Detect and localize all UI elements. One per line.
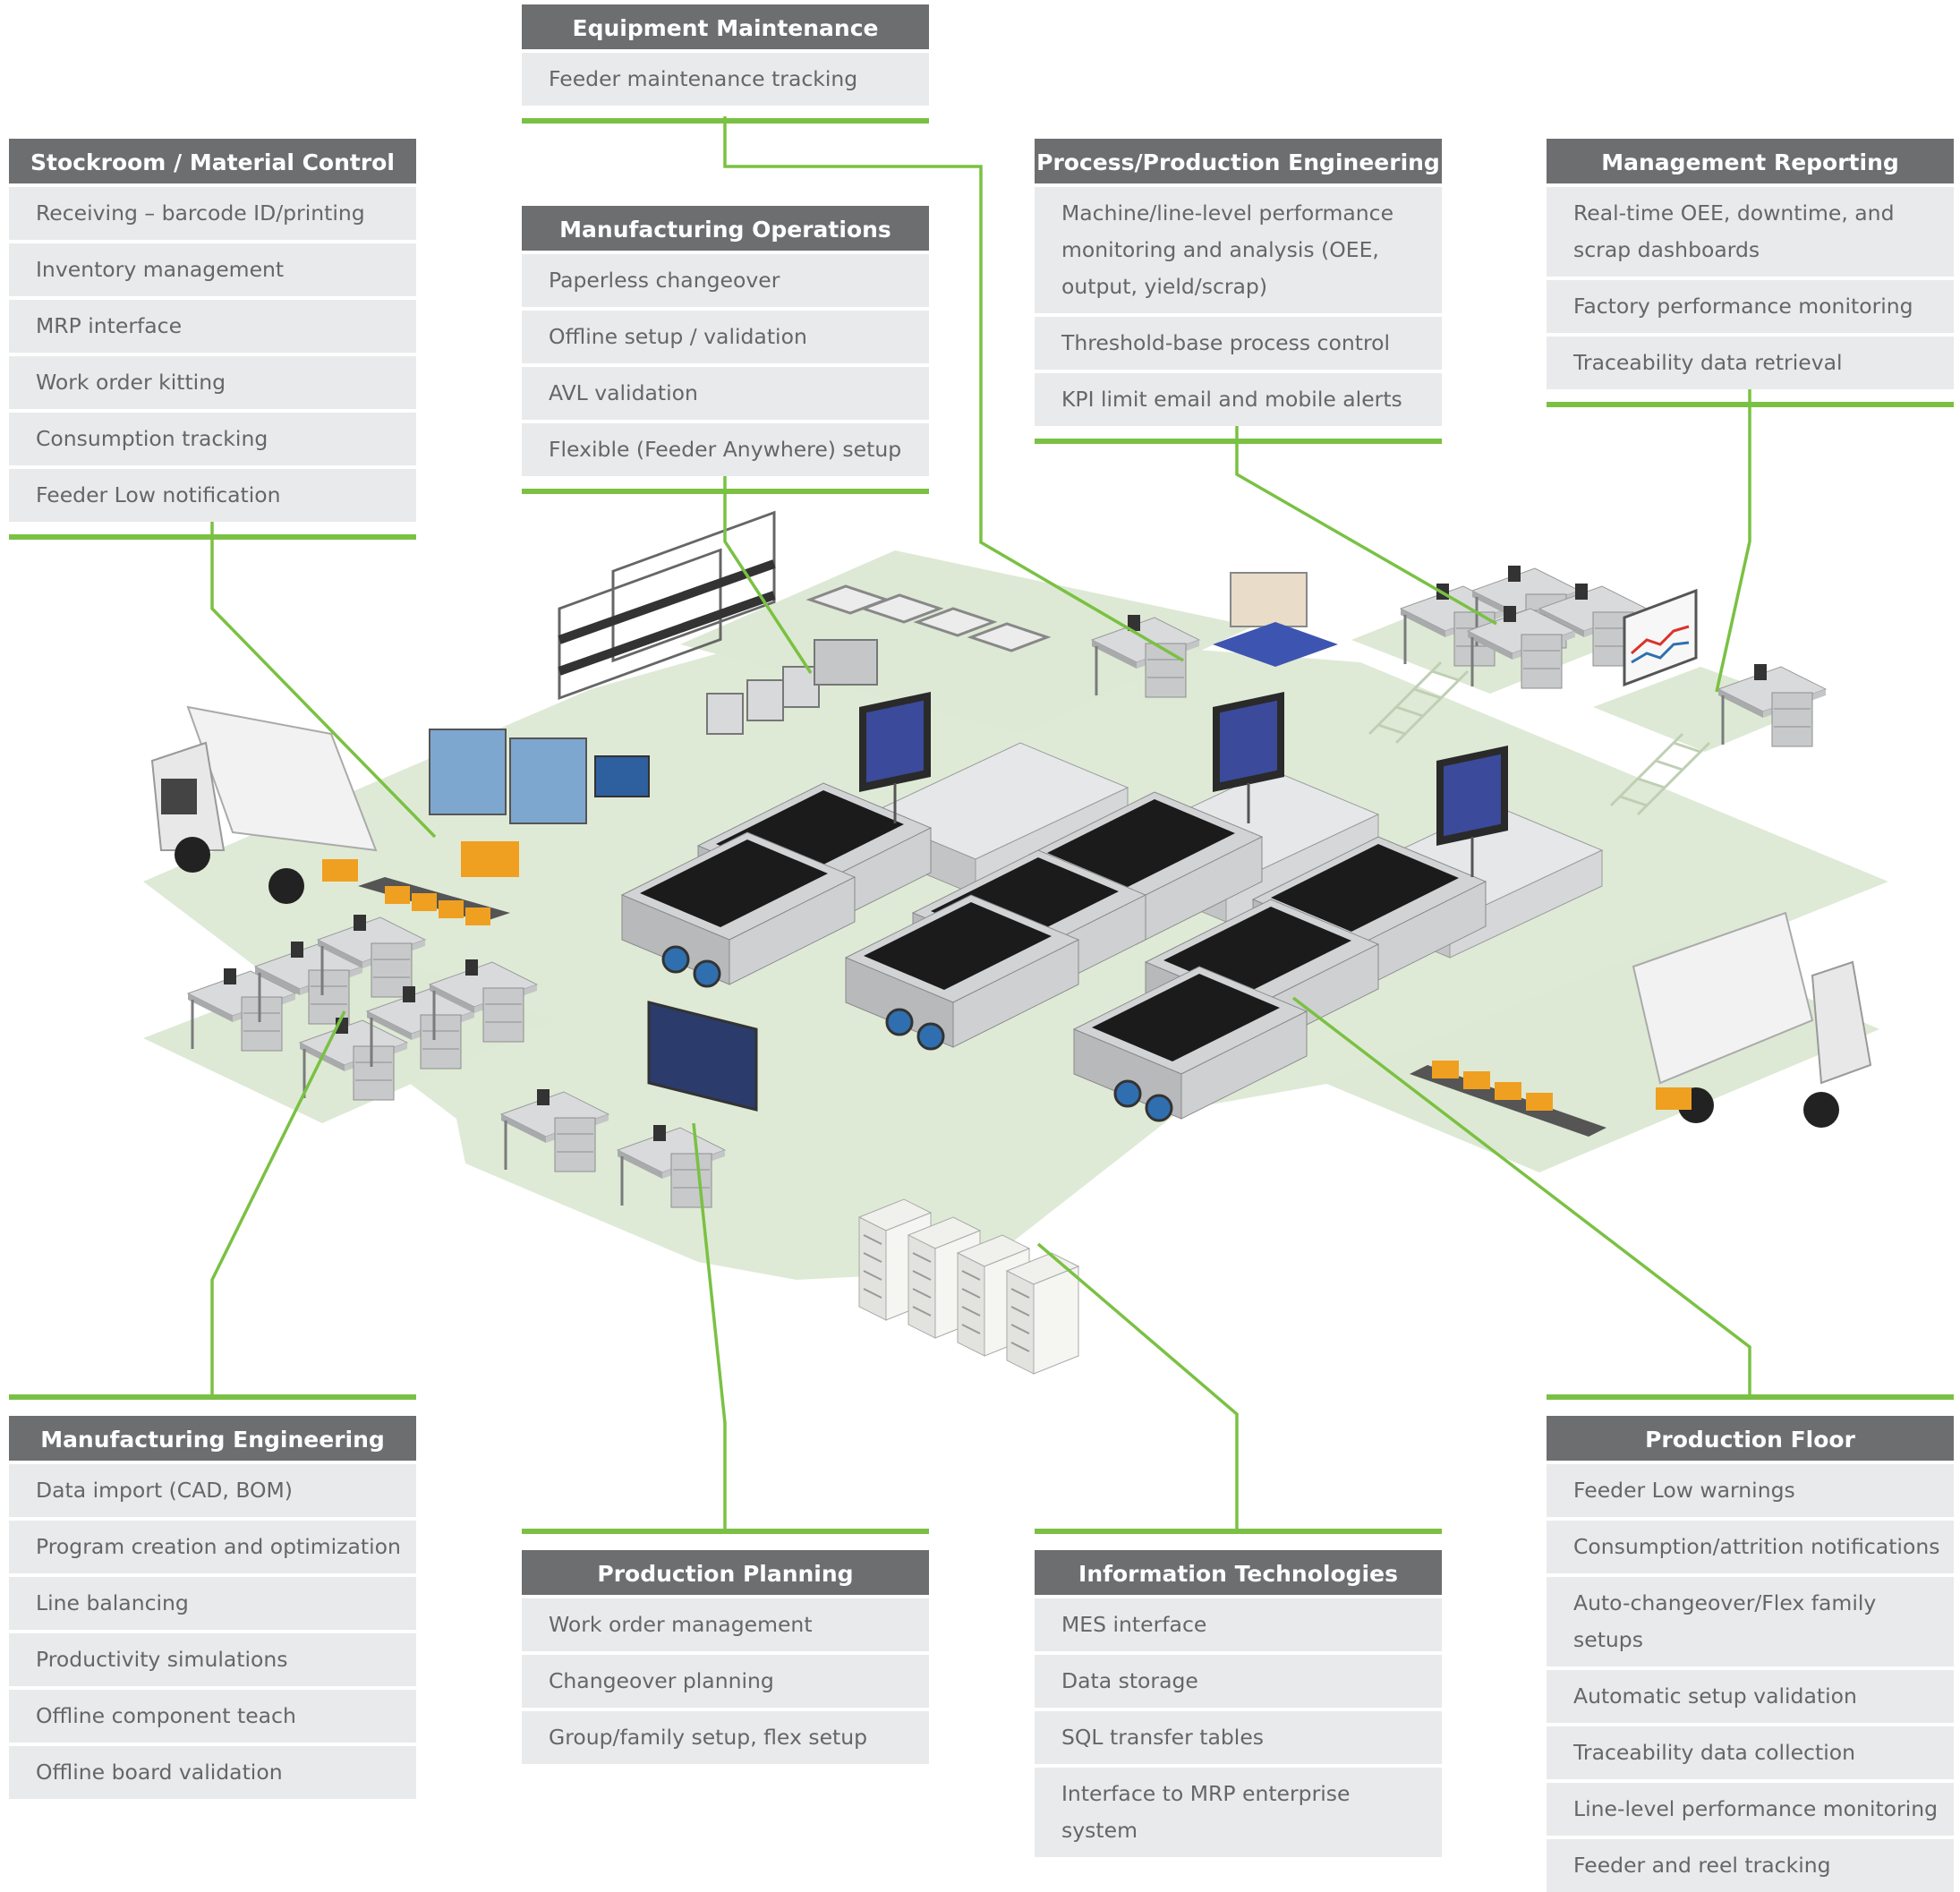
truck-left xyxy=(150,705,378,904)
panel-item: MRP interface xyxy=(9,300,416,353)
panel-item: Offline setup / validation xyxy=(522,311,929,363)
planning-board xyxy=(647,1001,758,1112)
panel-title: Stockroom / Material Control xyxy=(9,139,416,183)
panel-title: Manufacturing Operations xyxy=(522,206,929,251)
accent-bar xyxy=(522,1529,929,1534)
accent-bar xyxy=(1547,402,1954,407)
panel-item: Consumption/attrition notifications xyxy=(1547,1521,1954,1573)
panel-item: Feeder maintenance tracking xyxy=(522,53,929,106)
panel-item: SQL transfer tables xyxy=(1035,1711,1442,1764)
accent-bar xyxy=(522,489,929,494)
panel-item: Interface to MRP enterprise system xyxy=(1035,1768,1442,1857)
panel-item: Factory performance monitoring xyxy=(1547,280,1954,333)
panel-item: Traceability data collection xyxy=(1547,1726,1954,1779)
panel-item: MES interface xyxy=(1035,1598,1442,1651)
factory-floor-illustration xyxy=(143,116,1888,1530)
panel-item: Feeder Low warnings xyxy=(1547,1464,1954,1517)
panel-production-planning: Production Planning Work order managemen… xyxy=(522,1529,929,1764)
panel-item: Threshold-base process control xyxy=(1035,317,1442,370)
panel-title: Production Floor xyxy=(1547,1416,1954,1461)
panel-item: Work order kitting xyxy=(9,356,416,409)
panel-manufacturing-engineering: Manufacturing Engineering Data import (C… xyxy=(9,1394,416,1799)
panel-title: Process/Production Engineering xyxy=(1035,139,1442,183)
feeder-carts xyxy=(706,639,878,735)
conveyor-right xyxy=(1410,1061,1606,1137)
work-tables xyxy=(805,584,1052,652)
panel-item: KPI limit email and mobile alerts xyxy=(1035,373,1442,426)
panel-title: Management Reporting xyxy=(1547,139,1954,183)
panel-item: Feeder Low notification xyxy=(9,469,416,522)
storage-racks xyxy=(558,510,776,701)
panel-item: Inventory management xyxy=(9,243,416,296)
panel-title: Equipment Maintenance xyxy=(522,4,929,49)
panel-title: Information Technologies xyxy=(1035,1550,1442,1595)
panel-management-reporting: Management Reporting Real-time OEE, down… xyxy=(1547,139,1954,407)
panel-item: Changeover planning xyxy=(522,1655,929,1708)
accent-bar xyxy=(9,1394,416,1400)
panel-item: Offline board validation xyxy=(9,1746,416,1799)
panel-item: Data import (CAD, BOM) xyxy=(9,1464,416,1517)
panel-information-technologies: Information Technologies MES interface D… xyxy=(1035,1529,1442,1857)
panel-item: Line balancing xyxy=(9,1577,416,1630)
panel-item: Productivity simulations xyxy=(9,1633,416,1686)
reel-storage xyxy=(429,729,650,824)
accent-bar xyxy=(1547,1394,1954,1400)
panel-item: Flexible (Feeder Anywhere) setup xyxy=(522,423,929,476)
panel-item: Program creation and optimization xyxy=(9,1521,416,1573)
panel-item: Group/family setup, flex setup xyxy=(522,1711,929,1764)
panel-item: Auto-changeover/Flex family setups xyxy=(1547,1577,1954,1666)
stairs xyxy=(1368,660,1711,816)
panel-manufacturing-operations: Manufacturing Operations Paperless chang… xyxy=(522,206,929,494)
panel-equipment-maintenance: Equipment Maintenance Feeder maintenance… xyxy=(522,4,929,124)
panel-item: Traceability data retrieval xyxy=(1547,337,1954,389)
panel-item: Real-time OEE, downtime, and scrap dashb… xyxy=(1547,187,1954,277)
truck-right xyxy=(1632,911,1872,1128)
panel-item: Data storage xyxy=(1035,1655,1442,1708)
panel-item: Feeder and reel tracking xyxy=(1547,1839,1954,1892)
panel-item: Line-level performance monitoring xyxy=(1547,1783,1954,1836)
accent-bar xyxy=(9,534,416,540)
accent-bar xyxy=(1035,439,1442,444)
panel-item: Work order management xyxy=(522,1598,929,1651)
panel-title: Manufacturing Engineering xyxy=(9,1416,416,1461)
accent-bar xyxy=(522,118,929,124)
panel-item: Automatic setup validation xyxy=(1547,1670,1954,1723)
panel-production-floor: Production Floor Feeder Low warnings Con… xyxy=(1547,1394,1954,1892)
panel-item: Machine/line-level performance monitorin… xyxy=(1035,187,1442,313)
engineering-station xyxy=(1213,572,1338,667)
panel-stockroom: Stockroom / Material Control Receiving –… xyxy=(9,139,416,540)
panel-item: Offline component teach xyxy=(9,1690,416,1743)
panel-title: Production Planning xyxy=(522,1550,929,1595)
panel-item: AVL validation xyxy=(522,367,929,420)
panel-item: Receiving – barcode ID/printing xyxy=(9,187,416,240)
accent-bar xyxy=(1035,1529,1442,1534)
conveyor-left xyxy=(358,841,519,925)
dashboard-board xyxy=(1623,588,1698,687)
panel-item: Paperless changeover xyxy=(522,254,929,307)
panel-process-engineering: Process/Production Engineering Machine/l… xyxy=(1035,139,1442,444)
panel-item: Consumption tracking xyxy=(9,413,416,465)
